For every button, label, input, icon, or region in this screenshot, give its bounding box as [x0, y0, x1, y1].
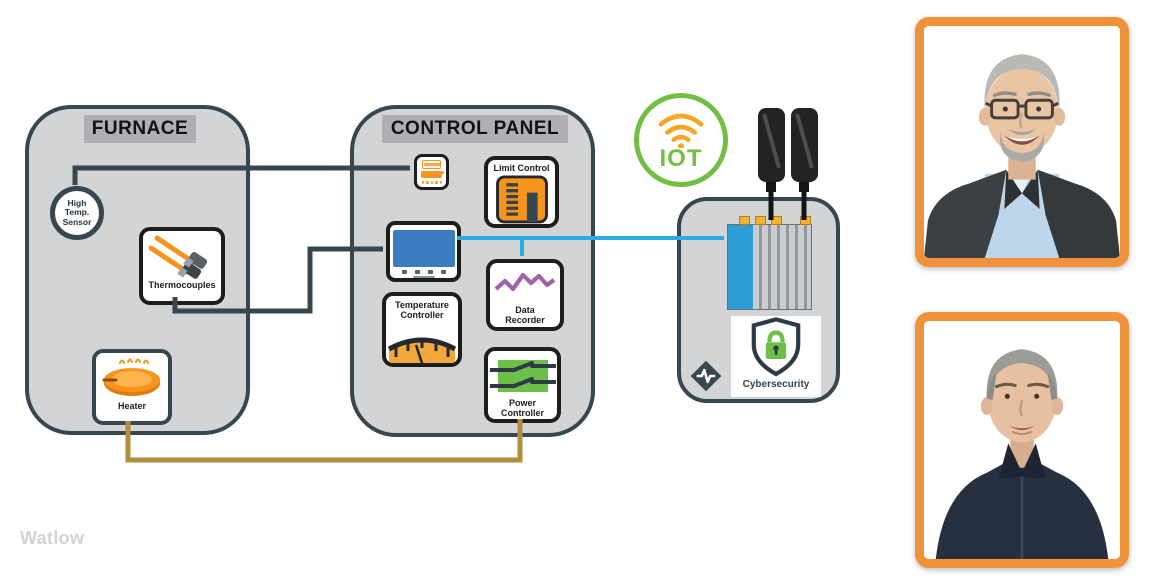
- temperature-controller-label: Temperature Controller: [395, 300, 449, 321]
- iot-badge: IOT: [634, 93, 728, 187]
- wifi-icon: [658, 113, 704, 148]
- gateway-connector: [755, 216, 766, 225]
- gateway-antenna-port: [771, 216, 782, 225]
- power-controller-label: Power Controller: [500, 398, 544, 419]
- control-panel-title: CONTROL PANEL: [382, 115, 568, 143]
- power-controller-item: Power Controller: [484, 347, 561, 423]
- heater-item: Heater: [92, 349, 172, 425]
- heater-icon: [102, 358, 160, 396]
- mini-controller-keys: [422, 181, 443, 184]
- cybersecurity-label: Cybersecurity: [742, 379, 810, 390]
- power-switch-icon: [489, 360, 556, 392]
- antenna-icon: [758, 108, 818, 220]
- gateway-device: [727, 216, 812, 310]
- limit-control-item: Limit Control: [484, 156, 559, 228]
- touchscreen-brand-mark: [412, 276, 435, 278]
- portrait-frame-bottom: [915, 312, 1129, 568]
- gateway-connector: [739, 216, 750, 225]
- cybersecurity-badge: Cybersecurity: [731, 316, 821, 397]
- watermark: Watlow: [20, 528, 85, 548]
- thermocouples-item: Thermocouples: [139, 227, 225, 305]
- mini-controller-bar: [421, 170, 442, 178]
- portrait-frame-top: [915, 17, 1129, 267]
- portrait-photo-man-glasses: [924, 26, 1120, 258]
- data-recorder-item: Data Recorder: [486, 259, 564, 331]
- mini-controller-item: [414, 154, 449, 190]
- gateway-device-heatsink: [752, 225, 811, 309]
- thermocouples-label: Thermocouples: [148, 280, 216, 290]
- watlow-logo-icon: [690, 360, 722, 392]
- shield-lock-icon: [751, 317, 801, 377]
- mini-controller-led: [441, 171, 444, 174]
- iot-gateway-panel: Cybersecurity: [677, 197, 840, 403]
- temperature-controller-item: Temperature Controller: [382, 292, 462, 367]
- touchscreen-display: [392, 230, 455, 267]
- heater-label: Heater: [117, 401, 146, 411]
- thermocouples-icon: [148, 235, 208, 279]
- gateway-device-blue-panel: [728, 225, 753, 309]
- mini-controller-display: [422, 160, 441, 169]
- high-temp-sensor-label: High Temp. Sensor: [62, 198, 92, 227]
- touchscreen-item: [386, 221, 461, 282]
- portrait-photo-man-jacket: [924, 321, 1120, 559]
- limit-control-label: Limit Control: [493, 163, 550, 173]
- iot-label: IOT: [659, 145, 703, 172]
- gauge-icon: [387, 337, 457, 363]
- data-recorder-label: Data Recorder: [505, 305, 545, 326]
- limit-control-icon: [495, 175, 548, 224]
- furnace-panel: FURNACE High Temp. Sensor Thermocouples: [25, 105, 250, 435]
- furnace-title: FURNACE: [84, 115, 196, 143]
- high-temp-sensor: High Temp. Sensor: [50, 186, 104, 240]
- control-panel: CONTROL PANEL Limit Control: [350, 105, 595, 437]
- touchscreen-buttons: [401, 270, 446, 274]
- zigzag-icon: [494, 272, 556, 292]
